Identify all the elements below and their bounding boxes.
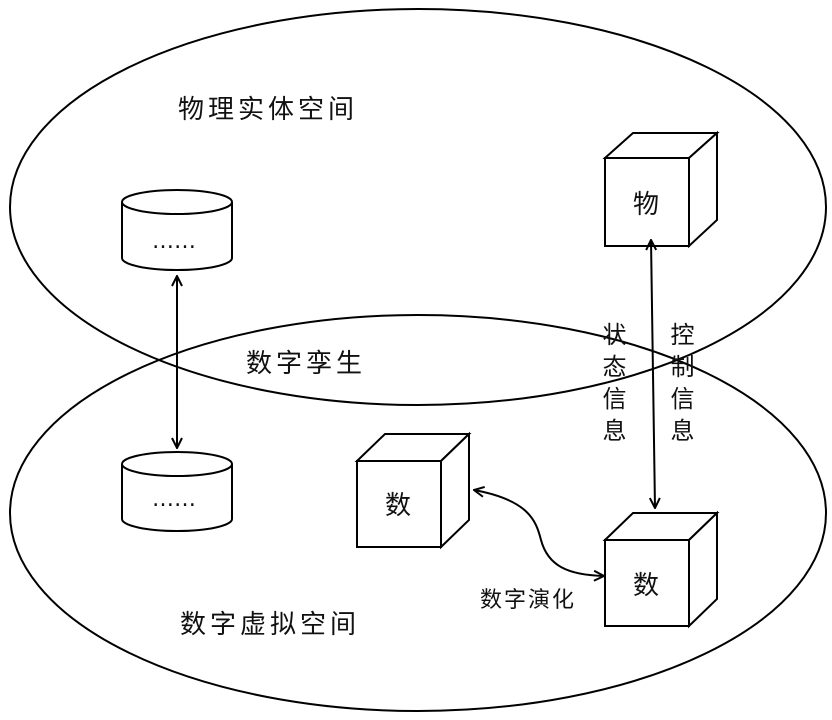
database-top-label: …… — [152, 229, 196, 254]
state-control-arrow — [651, 240, 655, 508]
digital-evolution-arrow — [474, 490, 604, 576]
virtual-cube-left-label: 数 — [385, 491, 411, 521]
database-bottom-label: …… — [152, 487, 196, 512]
physical-space-label: 物理实体空间 — [178, 95, 358, 125]
virtual-entity-cube-right: 数 — [602, 510, 720, 629]
virtual-space-label: 数字虚拟空间 — [180, 610, 360, 640]
control-info-label: 控制信息 — [666, 322, 694, 450]
virtual-cube-right-label: 数 — [633, 571, 659, 601]
physical-cube-label: 物 — [633, 190, 659, 220]
digital-twin-label: 数字孪生 — [246, 349, 366, 379]
virtual-entity-cube-left: 数 — [354, 431, 472, 550]
digital-evolution-label: 数字演化 — [480, 588, 576, 613]
physical-entity-cube: 物 — [602, 130, 720, 249]
database-bottom: …… — [121, 451, 233, 532]
physical-space-ellipse — [9, 8, 827, 406]
database-top: …… — [121, 189, 233, 271]
state-info-label: 状态信息 — [598, 322, 626, 450]
virtual-space-ellipse — [9, 314, 827, 712]
